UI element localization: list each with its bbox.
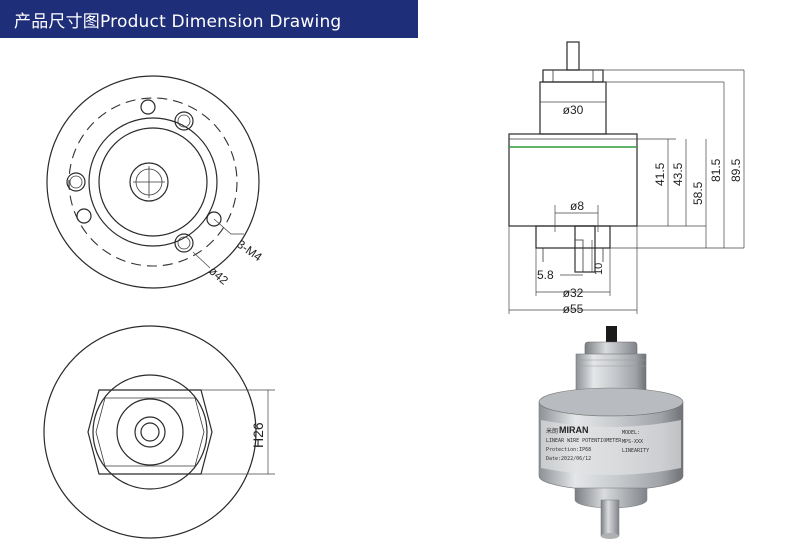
hex-bore-circle: [116, 398, 184, 466]
h1-label: 41.5: [653, 162, 667, 186]
photo-shaft-end: [601, 533, 619, 539]
mount-hole: [66, 172, 86, 192]
top-nut: [542, 69, 604, 83]
mount-hole-inner: [177, 236, 191, 250]
inner-body-circle: [88, 117, 218, 247]
h4-label: 81.5: [709, 158, 723, 182]
photo-line: MODEL:: [622, 430, 640, 436]
photo-label: [541, 420, 681, 475]
photo-bottom-shaft: [600, 499, 620, 537]
lower-flange: [535, 225, 611, 249]
photo-line: MPS-XXX: [622, 439, 643, 445]
d32-label: ø32: [563, 286, 584, 300]
photo-line: LINEARITY: [622, 448, 649, 454]
hex-nut-outline: [87, 389, 213, 475]
page-title: 产品尺寸图Product Dimension Drawing: [14, 12, 342, 32]
photo-top-shaft: [606, 326, 617, 346]
plain-hole: [76, 208, 92, 224]
d55-label: ø55: [563, 302, 584, 316]
bottom-view: H26: [43, 325, 275, 539]
holes-label: 3-M4: [234, 237, 265, 264]
plain-hole: [206, 211, 222, 227]
bottom-outer-circle: [43, 325, 257, 539]
plain-hole: [140, 99, 156, 115]
flat-depth-label: 10: [593, 263, 605, 275]
mount-hole-inner: [69, 175, 83, 189]
flat-width-label: 5.8: [537, 268, 554, 282]
pcd-leader: [192, 251, 211, 269]
hex-nut-inner: [95, 397, 205, 467]
side-view: ø30 ø8 5.8 10 ø32 ø55 41.5 43.5 58.5: [508, 41, 745, 316]
mount-hole-inner: [177, 114, 191, 128]
photo-line: Protection:IP68: [546, 447, 591, 453]
boss-circle: [98, 127, 208, 237]
mount-hole: [174, 111, 194, 131]
photo-brand: MIRAN: [559, 425, 589, 435]
shaft-outer-circle: [129, 162, 169, 202]
h2-label: 43.5: [671, 162, 685, 186]
h3-label: 58.5: [691, 181, 705, 205]
header-bar: 产品尺寸图Product Dimension Drawing: [0, 0, 418, 38]
mount-hole: [174, 233, 194, 253]
photo-line: Date:2022/06/12: [546, 456, 591, 462]
product-photo: 米朗 MIRAN LINEAR WIRE POTENTIOMETER Prote…: [538, 326, 684, 539]
shaft-end-inner: [140, 422, 160, 442]
d8-label: ø8: [570, 199, 584, 213]
photo-brand-cn: 米朗: [546, 427, 558, 435]
outer-flange-circle: [46, 75, 260, 289]
h5-label: 89.5: [729, 158, 743, 182]
holes-leader: [213, 218, 244, 235]
top-shaft: [566, 41, 580, 71]
front-view: 3-M4 ø42: [46, 75, 265, 289]
shaft-end-outer: [134, 416, 166, 448]
photo-line: LINEAR WIRE POTENTIOMETER: [546, 438, 622, 444]
hex-label: H26: [250, 422, 266, 448]
d30-label: ø30: [563, 103, 584, 117]
bottom-hex-circle: [92, 374, 208, 490]
shaft-flat: [574, 239, 584, 273]
pcd-dashed-circle: [68, 97, 238, 267]
pcd-label: ø42: [206, 264, 231, 288]
